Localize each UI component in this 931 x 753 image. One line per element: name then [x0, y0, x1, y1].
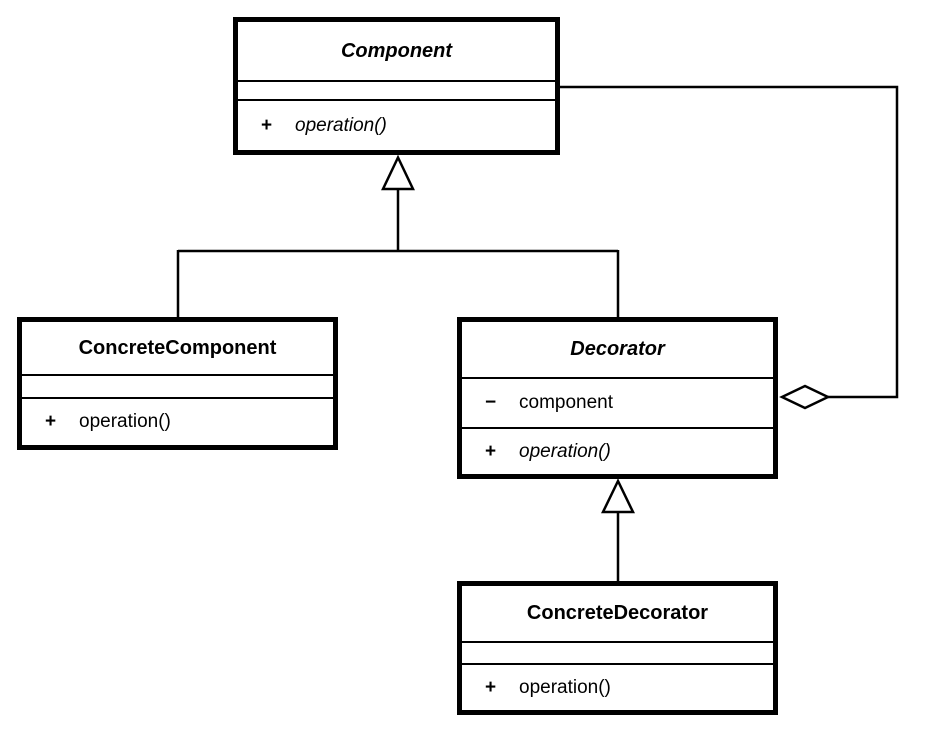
- operation-name: operation(): [79, 411, 171, 432]
- visibility-symbol: +: [45, 411, 57, 432]
- operations-section: + operation(): [462, 427, 773, 474]
- class-name: Decorator: [570, 338, 665, 360]
- class-box-component: Component + operation(): [233, 17, 560, 155]
- operations-section: + operation(): [22, 397, 333, 445]
- attribute-name: component: [519, 392, 614, 413]
- attributes-section: [22, 374, 333, 397]
- operation-row: + operation(): [22, 399, 333, 445]
- generalization-to-component: [176, 154, 620, 317]
- hollow-triangle-arrow-icon: [601, 478, 635, 514]
- operation-name: operation(): [295, 114, 387, 136]
- attribute-row: − component: [462, 379, 773, 427]
- visibility-symbol: +: [485, 676, 497, 698]
- operations-section: + operation(): [238, 99, 555, 150]
- operation-name: operation(): [519, 676, 611, 698]
- visibility-symbol: −: [485, 392, 497, 413]
- operations-section: + operation(): [462, 663, 773, 710]
- operation-name: operation(): [519, 440, 611, 462]
- visibility-symbol: +: [261, 114, 273, 136]
- class-box-decorator: Decorator − component + operation(): [457, 317, 778, 479]
- attributes-section: − component: [462, 377, 773, 427]
- operation-row: + operation(): [238, 101, 555, 150]
- operation-row: + operation(): [462, 429, 773, 474]
- attributes-section: [238, 80, 555, 99]
- operation-row: + operation(): [462, 665, 773, 710]
- hollow-triangle-arrow-icon: [381, 154, 415, 191]
- class-box-concrete-decorator: ConcreteDecorator + operation(): [457, 581, 778, 715]
- aggregation-decorator-component: [560, 85, 899, 410]
- class-box-concrete-component: ConcreteComponent + operation(): [17, 317, 338, 450]
- class-name: Component: [340, 39, 453, 62]
- visibility-symbol: +: [485, 440, 497, 462]
- attributes-section: [462, 641, 773, 663]
- generalization-to-decorator: [601, 478, 635, 581]
- class-name: ConcreteComponent: [78, 336, 277, 359]
- hollow-diamond-icon: [779, 384, 831, 410]
- class-name: ConcreteDecorator: [526, 602, 709, 624]
